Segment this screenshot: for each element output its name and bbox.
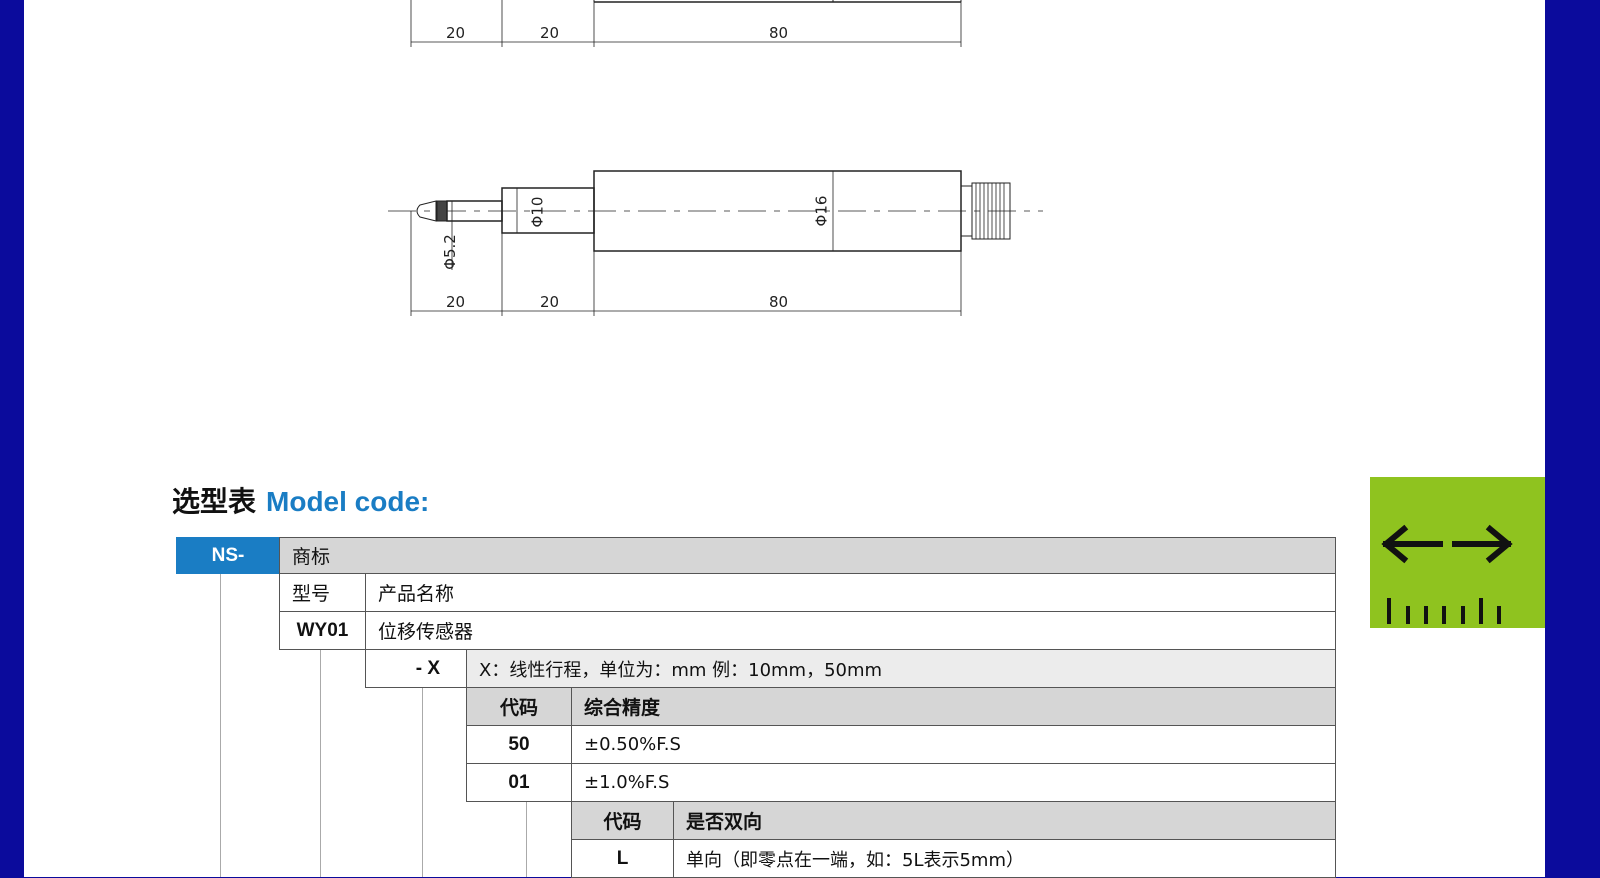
stroke-desc: X：线性行程，单位为：mm 例：10mm，50mm: [466, 649, 1336, 688]
dim-label: 20: [540, 293, 560, 311]
direction-value: 单向（即零点在一端，如：5L表示5mm）: [673, 839, 1336, 878]
model-name: 位移传感器: [365, 611, 1336, 650]
accuracy-code: 01: [466, 763, 572, 802]
dim-label: 80: [769, 24, 789, 42]
name-header: 产品名称: [365, 573, 1336, 612]
dim-label: 80: [769, 293, 789, 311]
diameter-label: Φ16: [812, 195, 831, 227]
connector-line: [526, 801, 527, 877]
direction-header-label: 是否双向: [673, 801, 1336, 840]
dim-label: 20: [446, 24, 466, 42]
displacement-icon: [1370, 477, 1545, 628]
title-en: Model code:: [266, 486, 430, 517]
section-title: 选型表 Model code:: [172, 480, 429, 520]
accuracy-code: 50: [466, 725, 572, 764]
brand-code: NS-: [176, 537, 280, 574]
brand-label: 商标: [279, 537, 1336, 574]
connector-line: [220, 573, 221, 877]
drawing-top: [410, 0, 962, 47]
title-cn: 选型表: [172, 485, 257, 518]
connector-line: [422, 687, 423, 877]
accuracy-header-code: 代码: [466, 687, 572, 726]
diameter-label: Φ5.2: [440, 234, 459, 270]
double-arrow-icon: [1381, 524, 1513, 564]
dim-label: 20: [540, 24, 560, 42]
accuracy-value: ±0.50%F.S: [571, 725, 1336, 764]
drawing-bottom: [388, 170, 1043, 316]
accuracy-header-label: 综合精度: [571, 687, 1336, 726]
direction-code: L: [571, 839, 674, 878]
page: [24, 0, 1545, 877]
direction-header-code: 代码: [571, 801, 674, 840]
ruler-icon: [1387, 598, 1501, 624]
accuracy-value: ±1.0%F.S: [571, 763, 1336, 802]
model-header: 型号: [279, 573, 366, 612]
stroke-code: - X: [365, 649, 467, 688]
connector-line: [320, 649, 321, 877]
dim-label: 20: [446, 293, 466, 311]
diameter-label: Φ10: [528, 196, 547, 228]
model-code: WY01: [279, 611, 366, 650]
